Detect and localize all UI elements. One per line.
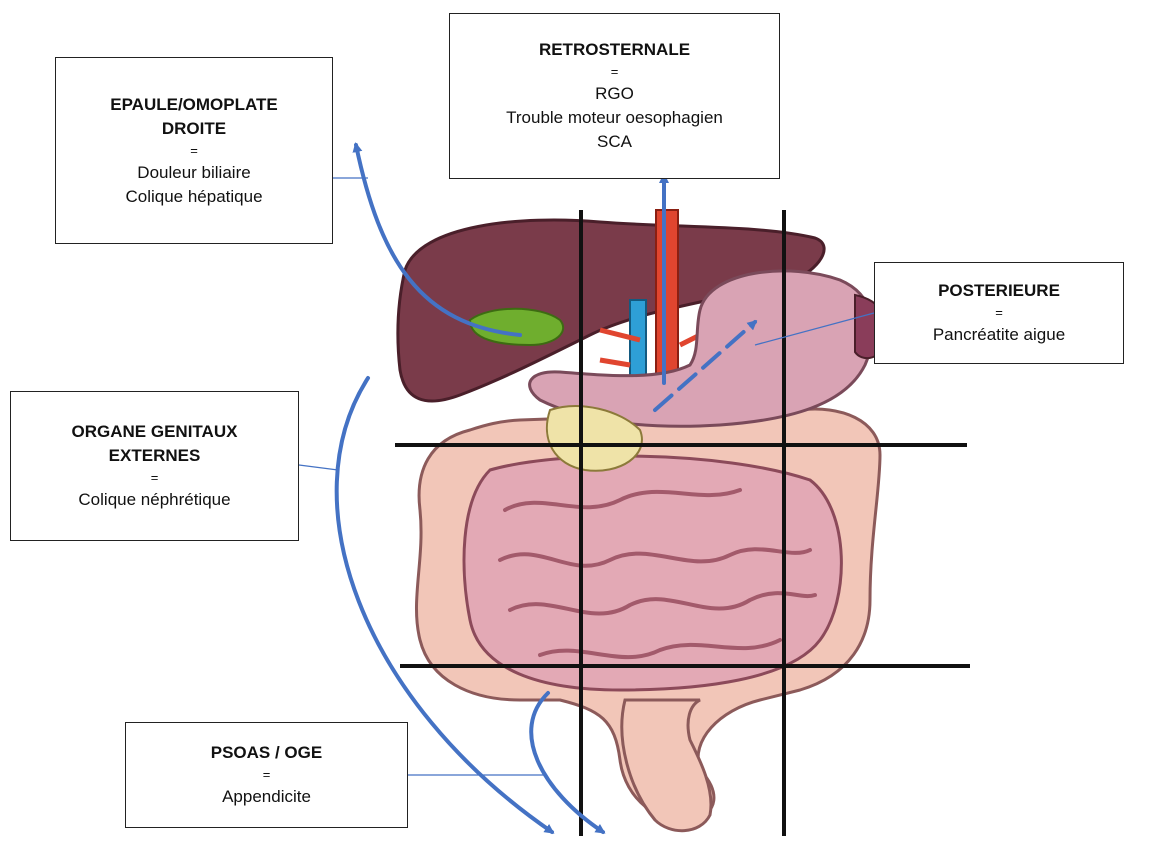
equals-sign: = xyxy=(151,468,159,488)
box-title: DROITE xyxy=(162,117,226,141)
box-epaule-omoplate-droite: EPAULE/OMOPLATE DROITE = Douleur biliair… xyxy=(55,57,333,244)
box-title: EXTERNES xyxy=(109,444,201,468)
box-title: PSOAS / OGE xyxy=(211,741,322,765)
cause-line: Pancréatite aigue xyxy=(933,323,1065,347)
box-title: RETROSTERNALE xyxy=(539,38,690,62)
anatomy-illustration xyxy=(398,210,888,831)
box-psoas-oge: PSOAS / OGE = Appendicite xyxy=(125,722,408,828)
cause-line: SCA xyxy=(597,130,632,154)
cause-line: Trouble moteur oesophagien xyxy=(506,106,723,130)
equals-sign: = xyxy=(190,141,198,161)
box-posterieure: POSTERIEURE = Pancréatite aigue xyxy=(874,262,1124,364)
equals-sign: = xyxy=(611,62,619,82)
cause-line: Colique hépatique xyxy=(125,185,262,209)
cause-line: Appendicite xyxy=(222,785,311,809)
box-title: EPAULE/OMOPLATE xyxy=(110,93,278,117)
equals-sign: = xyxy=(995,303,1003,323)
box-retrosternale: RETROSTERNALE = RGO Trouble moteur oesop… xyxy=(449,13,780,179)
connector-organes xyxy=(299,465,338,470)
box-title: ORGANE GENITAUX xyxy=(72,420,238,444)
box-title: POSTERIEURE xyxy=(938,279,1060,303)
arrow-psoas xyxy=(531,693,603,832)
box-organes-genitaux-externes: ORGANE GENITAUX EXTERNES = Colique néphr… xyxy=(10,391,299,541)
cause-line: RGO xyxy=(595,82,634,106)
equals-sign: = xyxy=(263,765,271,785)
cause-line: Colique néphrétique xyxy=(78,488,230,512)
cause-line: Douleur biliaire xyxy=(137,161,250,185)
